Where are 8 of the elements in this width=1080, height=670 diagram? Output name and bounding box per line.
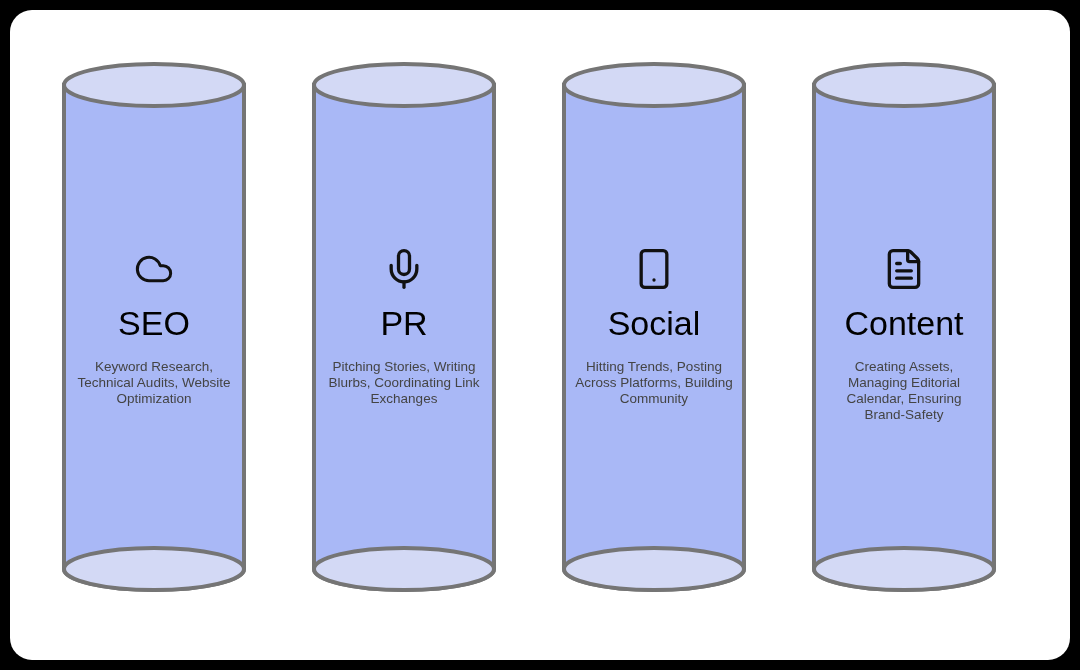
column-description: Keyword Research, Technical Audits, Website Optimization <box>76 359 232 407</box>
column-description: Pitching Stories, Writing Blurbs, Coordinating Link Exchanges <box>327 359 481 407</box>
column-title: PR <box>380 303 428 343</box>
column-title: Content <box>844 303 964 343</box>
column-title: SEO <box>118 303 190 343</box>
column-description: Creating Assets, Managing Editorial Calendar, Ensuring Brand-Safety <box>845 359 963 423</box>
column-description: Hitting Trends, Posting Across Platforms, Building Community <box>575 359 733 407</box>
column-title: Social <box>607 303 701 343</box>
